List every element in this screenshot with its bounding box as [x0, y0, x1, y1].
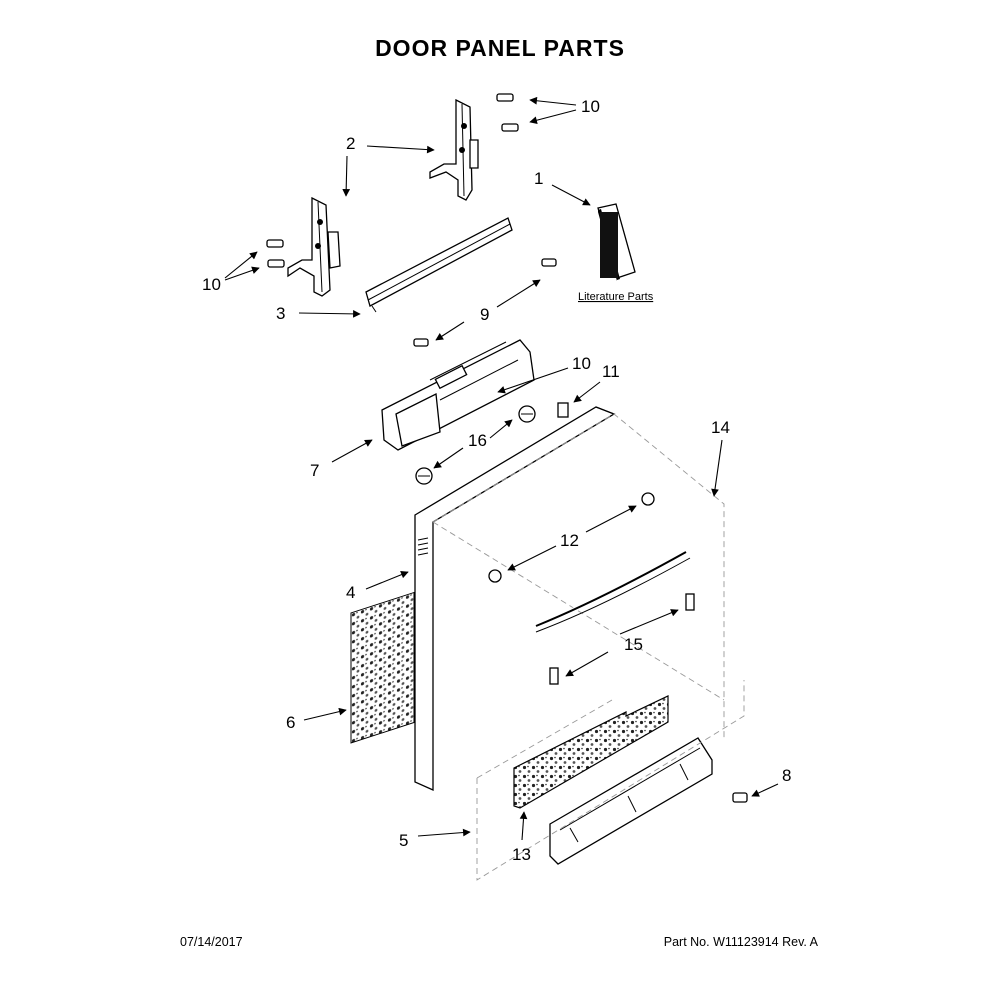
callout-4: 4 — [346, 583, 355, 602]
callout-6: 6 — [286, 713, 295, 732]
toe-kick-screw — [732, 792, 748, 803]
callout-7: 7 — [310, 461, 319, 480]
literature-parts-label: Literature Parts — [578, 291, 654, 303]
callout-1: 1 — [534, 169, 543, 188]
panel-vent-slots — [417, 537, 429, 556]
door-trim-rail — [365, 217, 513, 313]
callout-arrows — [224, 96, 779, 841]
callout-12: 12 — [560, 531, 579, 550]
outer-door-panel — [414, 406, 725, 792]
callout-13: 13 — [512, 845, 531, 864]
literature-booklet — [597, 203, 636, 281]
control-panel-bracket — [381, 339, 535, 451]
callout-9: 9 — [480, 305, 489, 324]
callout-10-left: 10 — [202, 275, 221, 294]
callout-16: 16 — [468, 431, 487, 450]
door-latch-clip — [557, 402, 569, 418]
footer-date: 07/14/2017 — [180, 935, 243, 949]
callout-10-top: 10 — [581, 97, 600, 116]
footer-part-number: Part No. W11123914 Rev. A — [664, 935, 819, 949]
callout-labels: 10 2 1 10 3 9 10 11 14 16 7 12 4 15 6 8 … — [202, 97, 791, 864]
door-insulation-pad — [350, 591, 415, 744]
door-bumpers — [415, 405, 655, 583]
callout-10-middle: 10 — [572, 354, 591, 373]
door-handle — [535, 551, 695, 685]
hinge-bracket-left — [287, 196, 341, 297]
callout-15: 15 — [624, 635, 643, 654]
callout-14: 14 — [711, 418, 730, 437]
callout-11: 11 — [602, 362, 620, 381]
toe-kick-panel — [476, 680, 745, 881]
callout-8: 8 — [782, 766, 791, 785]
page-title: DOOR PANEL PARTS — [375, 35, 625, 61]
callout-2: 2 — [346, 134, 355, 153]
hinge-bracket-upper — [429, 98, 479, 201]
callout-3: 3 — [276, 304, 285, 323]
callout-5: 5 — [399, 831, 408, 850]
